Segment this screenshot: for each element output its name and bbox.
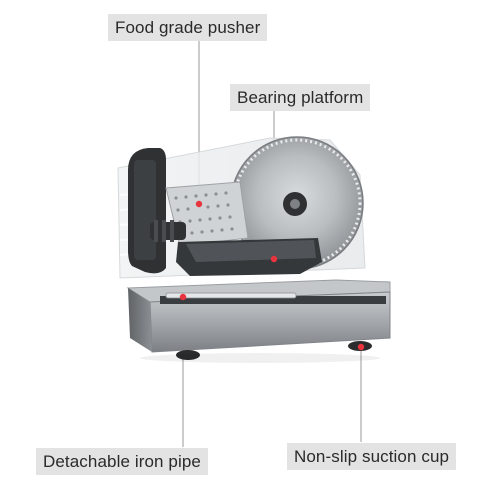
marker-dot-platform [270,255,278,263]
marker-dot-pusher [195,200,203,208]
marker-dot-pipe [179,293,187,301]
marker-dot-suction [357,343,365,351]
floor-shadow [140,353,380,363]
blade-edge-teeth [232,138,362,268]
callout-detachable-iron-pipe: Detachable iron pipe [36,448,208,475]
slicer-base-side [128,288,152,352]
blade-hub-center [290,199,300,209]
callout-non-slip-suction-cup: Non-slip suction cup [287,443,457,470]
platform-top [186,240,316,262]
suction-foot-left [176,350,200,360]
iron-pipe [165,292,297,299]
base-trim-strip [160,296,386,304]
callout-bearing-platform: Bearing platform [230,84,371,111]
pusher-rod [150,220,186,242]
callout-food-grade-pusher: Food grade pusher [108,14,268,41]
pusher-inner [134,160,156,260]
